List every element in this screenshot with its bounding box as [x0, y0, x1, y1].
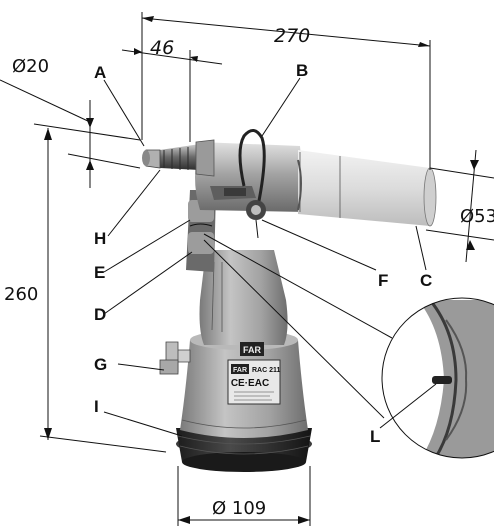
dim-height: 260	[4, 284, 38, 305]
callout-a: A	[94, 63, 106, 82]
callout-h: H	[94, 229, 106, 248]
small-brand-text: FAR	[243, 345, 262, 355]
nameplate-model: RAC 211	[252, 367, 281, 374]
callout-e: E	[94, 263, 105, 282]
callout-b: B	[296, 61, 308, 80]
callout-c: C	[420, 271, 432, 290]
callout-f: F	[378, 271, 388, 290]
callout-i: I	[94, 397, 99, 416]
callout-g: G	[94, 355, 107, 374]
nameplate-brand: FAR	[233, 367, 247, 374]
dimension-lines	[0, 12, 494, 526]
callout-leaders	[103, 77, 437, 437]
dim-base-diameter: Ø 109	[212, 498, 266, 519]
dim-length: 270	[274, 25, 310, 47]
dim-nose-diameter: Ø20	[12, 56, 49, 77]
nameplate: FAR RAC 211 CE·EAC	[227, 359, 281, 405]
callout-d: D	[94, 305, 106, 324]
detail-view	[381, 297, 494, 459]
callout-l: L	[370, 427, 380, 446]
small-brand-plate	[240, 342, 264, 356]
dim-nose: 46	[150, 37, 174, 59]
dim-body-diameter: Ø53	[460, 206, 494, 227]
nameplate-marks: CE·EAC	[231, 378, 269, 389]
tool-illustration: FAR FAR RAC 211 CE·EAC	[142, 129, 437, 472]
